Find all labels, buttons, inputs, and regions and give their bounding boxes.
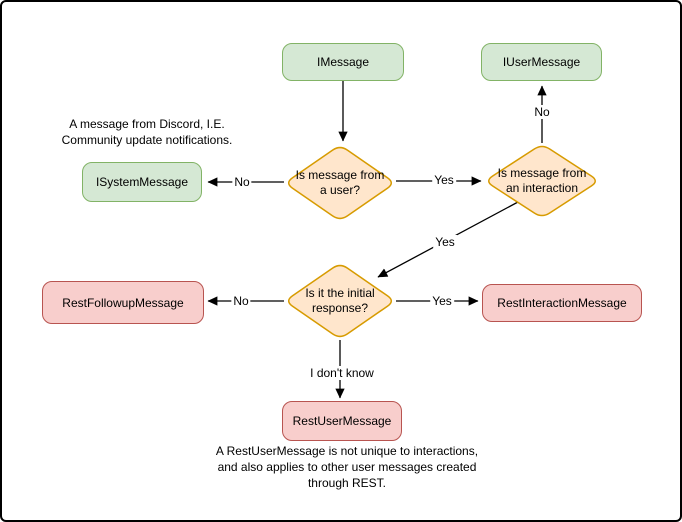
edge-label-no-isystemmessage: No xyxy=(232,175,252,189)
node-restusermessage: RestUserMessage xyxy=(282,401,402,441)
note-rest-user-message-line3: through REST. xyxy=(307,476,387,490)
note-system-message-line2: Community update notifications. xyxy=(61,133,233,147)
note-system-message-line1: A message from Discord, I.E. xyxy=(69,117,225,131)
decision-label-is-from-interaction: Is message from an interaction xyxy=(497,166,587,195)
edge-label-no-restfollowup: No xyxy=(231,294,251,308)
node-imessage: IMessage xyxy=(282,43,404,81)
edge-label-idontknow-restuser: I don't know xyxy=(308,366,376,380)
node-isystemmessage: ISystemMessage xyxy=(82,162,202,202)
decision-shape-is-from-user xyxy=(287,146,393,220)
edge-label-no-iusermessage: No xyxy=(532,105,552,119)
node-restfollowupmessage: RestFollowupMessage xyxy=(42,281,204,324)
note-rest-user-message-line1: A RestUserMessage is not unique to inter… xyxy=(215,444,479,458)
node-iusermessage: IUserMessage xyxy=(481,43,602,81)
decision-label-is-from-user: Is message from a user? xyxy=(295,168,385,197)
edge-label-yes-interaction: Yes xyxy=(432,173,456,187)
decision-shape-is-from-interaction xyxy=(488,145,596,217)
decision-label-is-initial-response: Is it the initial response? xyxy=(305,286,375,315)
edge-label-yes-restinteraction: Yes xyxy=(430,294,454,308)
note-system-message: A message from Discord, I.E. Community u… xyxy=(37,116,257,148)
edge-label-yes-initial: Yes xyxy=(433,235,457,249)
node-restinteractionmessage: RestInteractionMessage xyxy=(482,284,642,322)
note-rest-user-message-line2: and also applies to other user messages … xyxy=(217,460,477,474)
note-rest-user-message: A RestUserMessage is not unique to inter… xyxy=(186,443,508,491)
decision-shape-is-initial-response xyxy=(287,264,393,338)
